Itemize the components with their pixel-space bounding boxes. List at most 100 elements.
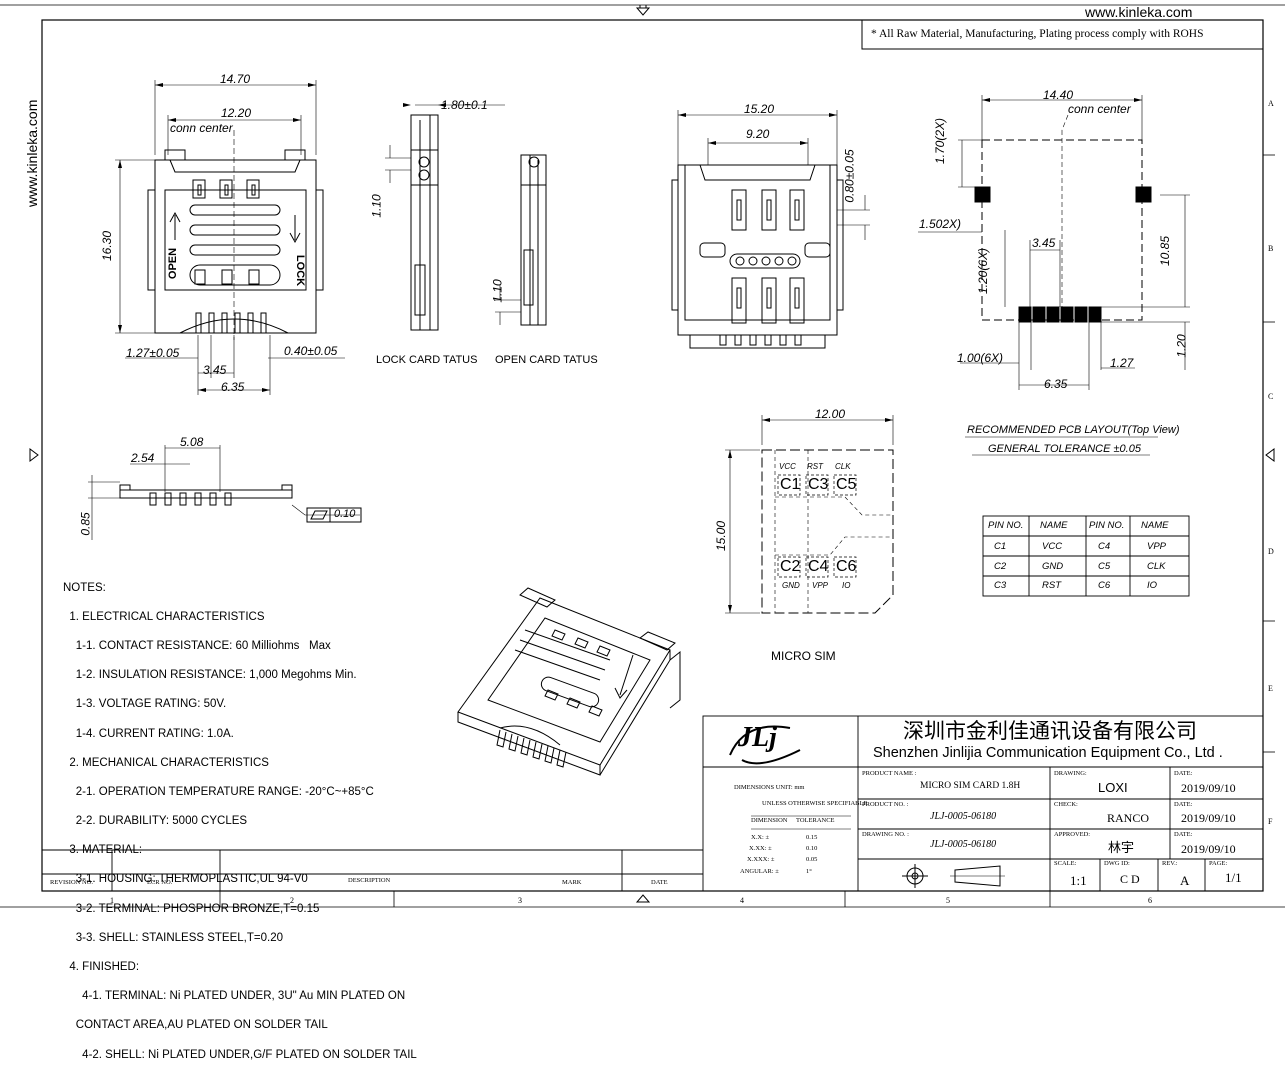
- dimensions-unit: DIMENSIONS UNIT: mm: [734, 784, 805, 791]
- rev-header-mark: MARK: [562, 879, 582, 886]
- website-side[interactable]: www.kinleka.com: [24, 99, 40, 207]
- approved-label: APPROVED:: [1054, 831, 1091, 838]
- note-line: 2-1. OPERATION TEMPERATURE RANGE: -20°C~…: [63, 785, 374, 798]
- center-arrow-left: [29, 448, 39, 462]
- pin-cell-r0c3: VPP: [1147, 541, 1167, 552]
- date-label-2: DATE:: [1174, 801, 1193, 808]
- rev-header-ecr-no: ECR NO.: [147, 879, 173, 886]
- rev-header-revision-no: REVISION NO.: [50, 879, 93, 886]
- profile-view: [88, 445, 362, 540]
- pin-table-header-pin1: PIN NO.: [988, 520, 1024, 531]
- zone-row-b: B: [1268, 244, 1274, 253]
- note-line: 4-2. SHELL: Ni PLATED UNDER,G/F PLATED O…: [63, 1048, 417, 1061]
- zone-col-5: 5: [946, 896, 950, 905]
- dim-15-00: 15.00: [714, 520, 729, 552]
- pin-cell-r0c2: C4: [1098, 541, 1111, 552]
- zone-row-e: E: [1268, 684, 1273, 693]
- rev-header-description: DESCRIPTION: [348, 877, 391, 884]
- tol-row-3-key: X.XXX: ±: [747, 856, 775, 863]
- date-value-2: 2019/09/10: [1181, 811, 1236, 825]
- note-line: 3-3. SHELL: STAINLESS STEEL,T=0.20: [63, 931, 283, 944]
- pin-cell-r2c3: IO: [1147, 580, 1158, 591]
- note-line: 1-2. INSULATION RESISTANCE: 1,000 Megohm…: [63, 669, 357, 682]
- dwg-id-label: DWG ID:: [1104, 860, 1130, 867]
- page-value: 1/1: [1225, 870, 1242, 885]
- sim-contact-c1: C1: [780, 476, 801, 493]
- product-name-label: PRODUCT NAME :: [862, 770, 917, 777]
- note-line: NOTES:: [63, 581, 106, 594]
- dim-9-20: 9.20: [746, 127, 770, 141]
- website-top[interactable]: www.kinleka.com: [1085, 4, 1193, 20]
- pin-cell-r0c1: VCC: [1042, 541, 1063, 552]
- pin-cell-r1c3: CLK: [1147, 561, 1166, 572]
- note-line: 1-4. CURRENT RATING: 1.0A.: [63, 727, 234, 740]
- product-no-label: PRODUCT NO. :: [862, 801, 909, 808]
- dim-15-20: 15.20: [744, 102, 775, 116]
- zone-col-4: 4: [740, 896, 744, 905]
- pcb-layout-title: RECOMMENDED PCB LAYOUT(Top View): [967, 424, 1180, 436]
- note-line: CONTACT AREA,AU PLATED ON SOLDER TAIL: [63, 1019, 328, 1032]
- flatness-value: 0.10: [334, 508, 356, 520]
- note-line: 1. ELECTRICAL CHARACTERISTICS: [63, 610, 265, 623]
- dim-0-80: 0.80±0.05: [842, 149, 857, 203]
- date-value-1: 2019/09/10: [1181, 781, 1236, 795]
- pin-cell-r1c0: C2: [994, 561, 1007, 572]
- tol-row-4-val: 1°: [806, 868, 812, 875]
- bottom-view: [671, 110, 870, 349]
- general-tolerance: GENERAL TOLERANCE ±0.05: [988, 443, 1141, 455]
- center-arrow-bottom: [635, 894, 651, 903]
- center-arrow-top: [635, 5, 651, 16]
- rev-value: A: [1180, 873, 1190, 888]
- micro-sim-card: [725, 415, 894, 614]
- tol-row-2-key: X.XX: ±: [749, 845, 772, 852]
- dim-14-70: 14.70: [220, 72, 251, 86]
- dim-0-40: 0.40±0.05: [284, 344, 338, 358]
- date-label-3: DATE:: [1174, 831, 1193, 838]
- pin-table-header-name2: NAME: [1141, 520, 1169, 531]
- caption-lock-card: LOCK CARD TATUS: [376, 354, 478, 366]
- dim-1-10-open: 1.10: [490, 279, 505, 303]
- scale-label: SCALE:: [1054, 860, 1077, 867]
- drawing-no-value: JLJ-0005-06180: [930, 839, 997, 850]
- company-logo-text: JLj: [738, 722, 777, 753]
- drawing-by-label: DRAWING:: [1054, 770, 1087, 777]
- drawing-no-label: DRAWING NO. :: [862, 831, 909, 838]
- zone-col-1: 1: [110, 896, 114, 905]
- dim-6-35-pcb: 6.35: [1044, 377, 1068, 391]
- company-name-cn: 深圳市金利佳通讯设备有限公司: [903, 719, 1197, 743]
- company-logo-graphic: [729, 725, 801, 765]
- label-open: OPEN: [167, 247, 180, 280]
- label-conn-center: conn center: [170, 121, 233, 135]
- product-name-value: MICRO SIM CARD 1.8H: [920, 781, 1021, 791]
- label-tolerance: TOLERANCE: [796, 817, 835, 824]
- approved-value: 林宇: [1108, 840, 1135, 855]
- rev-header-date: DATE: [651, 879, 668, 886]
- dim-1-80: 1.80±0.1: [441, 98, 488, 112]
- dim-1-00-6x: 1.00(6X): [957, 351, 1004, 365]
- pin-table-header-name1: NAME: [1040, 520, 1068, 531]
- page-label: PAGE:: [1209, 860, 1228, 867]
- zone-row-a: A: [1268, 99, 1274, 108]
- dim-16-30: 16.30: [100, 230, 115, 262]
- sim-label-gnd: GND: [782, 581, 800, 590]
- revision-block-grid: [42, 849, 703, 891]
- pin-cell-r2c1: RST: [1042, 580, 1061, 591]
- caption-micro-sim: MICRO SIM: [771, 649, 836, 663]
- check-value: RANCO: [1107, 811, 1150, 825]
- note-line: 2. MECHANICAL CHARACTERISTICS: [63, 756, 269, 769]
- pin-table-header-pin2: PIN NO.: [1089, 520, 1125, 531]
- drawing-border: [41, 19, 1264, 892]
- note-line: 1-1. CONTACT RESISTANCE: 60 Milliohms Ma…: [63, 639, 331, 652]
- pin-table-grid: [982, 515, 1190, 597]
- tol-row-2-val: 0.10: [806, 845, 818, 852]
- pcb-conn-center: conn center: [1068, 102, 1131, 116]
- note-line: 2-2. DURABILITY: 5000 CYCLES: [63, 815, 248, 828]
- note-line: 1-3. VOLTAGE RATING: 50V.: [63, 698, 227, 711]
- sim-contact-c6: C6: [836, 558, 857, 575]
- zone-col-3: 3: [518, 896, 522, 905]
- note-line: 3-2. TERMINAL: PHOSPHOR BRONZE,T=0.15: [63, 902, 320, 915]
- unless-specified: UNLESS OTHERWISE SPECIFIABLE: [762, 800, 868, 807]
- sim-label-clk: CLK: [835, 462, 851, 471]
- note-line: 3. MATERIAL:: [63, 844, 143, 857]
- dim-1-20-6x: 1.20(6X): [976, 247, 991, 295]
